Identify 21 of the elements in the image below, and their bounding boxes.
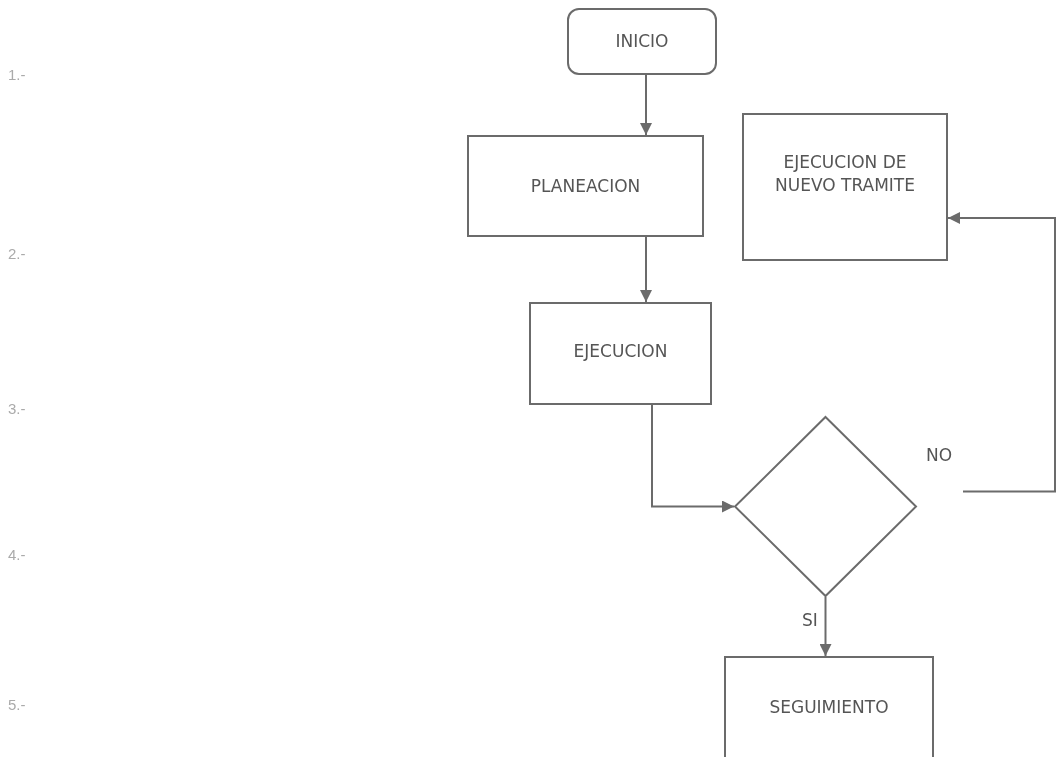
process-box [742,113,948,261]
process-box [724,656,934,757]
step-number: 1.- [8,66,26,83]
node-label: EJECUCION [573,340,668,363]
step-number: 2.- [8,245,26,262]
process-box [467,135,704,237]
step-number: 3.- [8,400,26,417]
arrow [819,596,832,657]
step-number: 4.- [8,546,26,563]
node-label: EJECUCION DE NUEVO TRAMITE [774,151,916,197]
process-box [529,302,712,405]
arrow [947,212,1056,493]
arrow [640,74,652,136]
node-label: INICIO [615,30,669,53]
arrow [651,404,735,513]
node-label: SEGUIMIENTO [769,696,889,719]
arrow [640,236,652,303]
step-number: 5.- [8,696,26,713]
decision-diamond [734,416,917,597]
terminator [567,8,717,75]
node-label: PLANEACION [530,174,641,198]
